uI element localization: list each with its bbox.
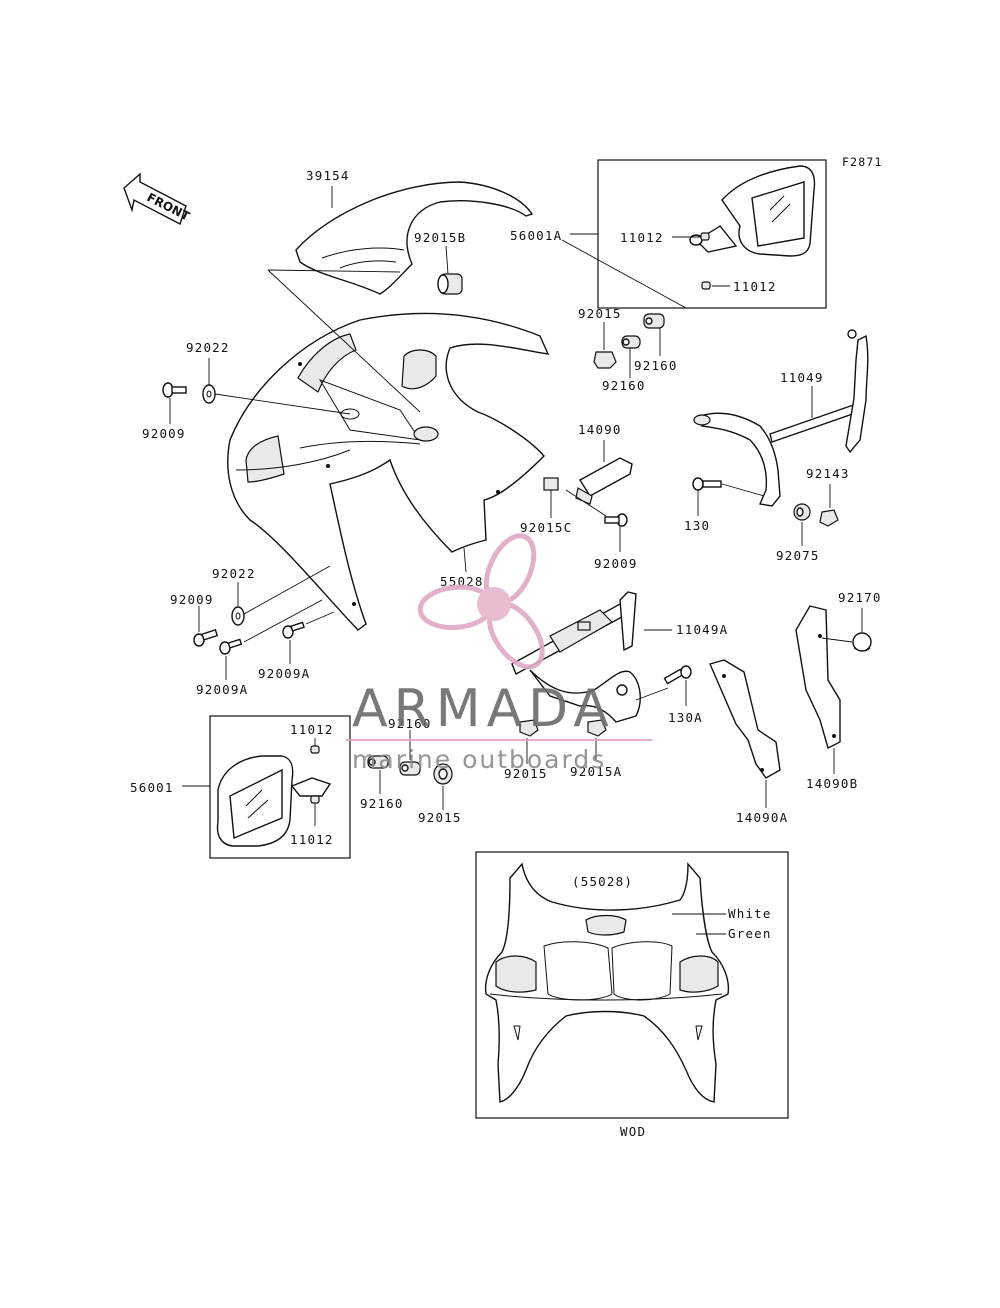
bushing-92160-c-part [367,755,389,769]
label-14090: 14090 [578,422,622,437]
label-130: 130 [684,518,710,533]
label-55028: 55028 [440,574,484,589]
label-56001: 56001 [130,780,174,795]
bracket-14090B-part [795,605,841,750]
screw-92009-low-part [193,628,219,647]
bushing-92160-a-part [621,335,641,349]
grommet-92015B-part [437,273,463,295]
label-11012-c: 11012 [290,722,334,737]
nut-92015A-part [587,719,607,737]
label-92015A: 92015A [570,764,622,779]
screw-92009A-a-part [219,638,243,655]
label-92015-low2: 92015 [418,810,462,825]
inset-cowl-part [484,862,730,1103]
collar-92143-part [819,509,839,527]
inset-box [475,851,789,1119]
label-92009-low: 92009 [170,592,214,607]
screw-92009A-b-part [282,621,305,639]
label-11012-d: 11012 [290,832,334,847]
label-92143: 92143 [806,466,850,481]
label-92009-top: 92009 [142,426,186,441]
inset-caption: WOD [620,1124,646,1139]
mirror-56001A-part [689,165,816,257]
front-arrow-icon: FRONT [123,172,193,226]
inset-color-green: Green [728,926,772,941]
mirror-56001-part [216,755,332,847]
grommet-92015-low2-part [433,763,453,785]
nut-92015-low-part [519,719,539,737]
watermark-tagline: marine outboards [352,745,606,774]
figure-code: F2871 [842,155,883,169]
label-14090A: 14090A [736,810,788,825]
cap-92170-part [852,632,872,652]
label-92015-low: 92015 [504,766,548,781]
grommet-92075-part [793,503,811,521]
label-92160-a: 92160 [602,378,646,393]
label-14090B: 14090B [806,776,858,791]
inset-ref-label: (55028) [572,874,633,889]
label-92160-b: 92160 [634,358,678,373]
nut-11012-c-part [310,745,320,754]
armada-watermark-logo: ARMADA marine outboards [346,533,652,774]
label-130A: 130A [668,710,703,725]
bracket-11049-part [693,329,869,507]
label-92009A-b: 92009A [258,666,310,681]
washer-92022-top-part [202,384,216,404]
windscreen-part [295,181,534,295]
label-11012-b: 11012 [733,279,777,294]
inset-color-white: White [728,906,772,921]
screw-92009-mid-part [604,513,628,527]
nut-11012-b-part [701,281,711,290]
label-92075: 92075 [776,548,820,563]
label-92009-mid: 92009 [594,556,638,571]
label-92022-top: 92022 [186,340,230,355]
label-11049A: 11049A [676,622,728,637]
label-11012-a: 11012 [620,230,664,245]
label-92170: 92170 [838,590,882,605]
nut-11012-d-part [310,795,320,804]
label-92009A-a: 92009A [196,682,248,697]
label-11049: 11049 [780,370,824,385]
bushing-92160-d-part [399,761,421,776]
label-92160-c: 92160 [360,796,404,811]
bushing-92160-b-part [643,313,665,329]
mirror-56001-box [209,715,351,859]
upper-cowl-part [227,312,550,631]
label-56001A: 56001A [510,228,562,243]
clip-14090-part [575,457,633,505]
bracket-14090A-part [709,659,781,779]
label-39154: 39154 [306,168,350,183]
label-92015B: 92015B [414,230,466,245]
bolt-130A-part [663,665,692,685]
clip-92015C-part [543,477,559,491]
bolt-130-part [692,477,722,491]
label-92015-top: 92015 [578,306,622,321]
watermark-brand: ARMADA [352,679,615,739]
label-92022-low: 92022 [212,566,256,581]
nut-92015-top-part [593,351,617,369]
label-92015C: 92015C [520,520,572,535]
label-92160-d: 92160 [388,716,432,731]
screw-92009-top-part [162,382,187,398]
washer-92022-low-part [231,606,245,626]
nut-11012-a-part [700,232,710,241]
